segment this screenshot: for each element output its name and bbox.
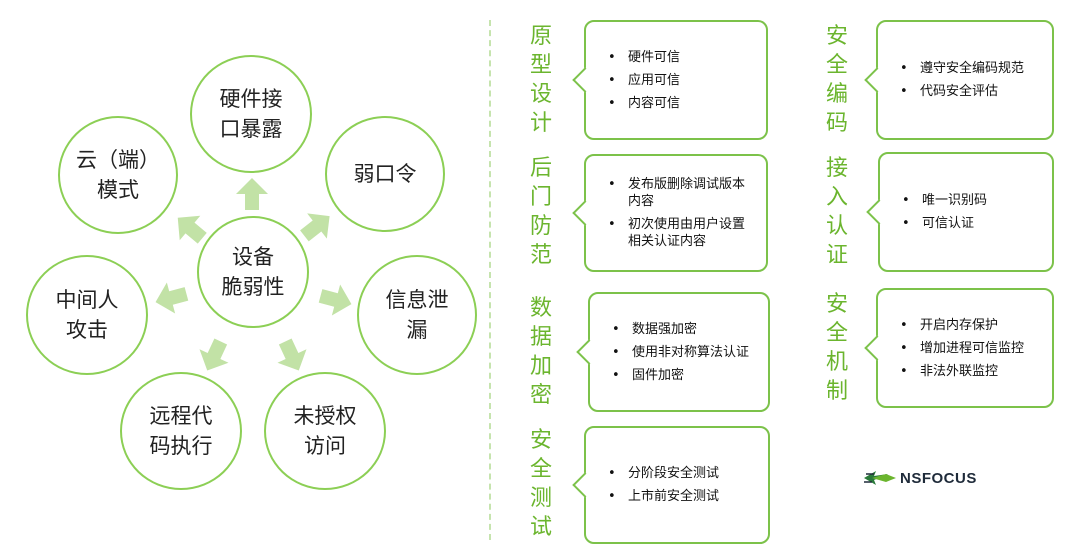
- label-char: 原: [529, 24, 552, 49]
- node-line-2: 口暴露: [219, 117, 283, 141]
- arrow-up-left-icon: [177, 215, 207, 244]
- label-backdoor-prevention: 后 门 防 范: [528, 154, 554, 270]
- arrow-down-left-icon: [199, 338, 229, 371]
- label-security-testing: 安 全 测 试: [528, 426, 554, 542]
- list-item: 分阶段安全测试: [606, 465, 756, 482]
- box-backdoor-prevention: 发布版删除调试版本内容 初次使用由用户设置相关认证内容: [584, 154, 768, 272]
- center-node-device-vulnerability: 设备 脆弱性: [197, 216, 309, 328]
- label-char: 安: [529, 428, 552, 453]
- box-secure-coding: 遵守安全编码规范 代码安全评估: [876, 20, 1054, 140]
- node-line-1: 远程代: [149, 404, 213, 428]
- node-unauthorized-access: 未授权 访问: [264, 372, 386, 490]
- label-char: 证: [825, 243, 848, 268]
- center-line-2: 脆弱性: [221, 275, 285, 299]
- label-char: 编: [825, 82, 848, 107]
- nsfocus-logo: NSFOCUS: [862, 466, 977, 490]
- arrow-up-right-icon: [300, 213, 330, 242]
- label-char: 安: [825, 292, 848, 317]
- node-cloud-mode: 云（端） 模式: [58, 116, 178, 234]
- node-line-1: 未授权: [293, 404, 357, 428]
- label-char: 后: [529, 156, 552, 181]
- list-item: 发布版删除调试版本内容: [606, 176, 754, 210]
- arrow-up-icon: [236, 178, 268, 210]
- list-item: 非法外联监控: [898, 363, 1040, 380]
- label-char: 防: [529, 214, 552, 239]
- list-item: 初次使用由用户设置相关认证内容: [606, 216, 754, 250]
- label-char: 加: [529, 354, 552, 379]
- list-item: 唯一识别码: [900, 192, 1040, 209]
- list-item: 固件加密: [610, 367, 756, 384]
- node-line-1: 信息泄: [385, 288, 449, 312]
- list-item: 数据强加密: [610, 321, 756, 338]
- node-line-1: 中间人: [55, 288, 119, 312]
- label-char: 接: [825, 156, 848, 181]
- node-remote-code-execution: 远程代 码执行: [120, 372, 242, 490]
- label-char: 计: [529, 111, 552, 136]
- nsfocus-logo-icon: [864, 471, 896, 485]
- label-data-encryption: 数 据 加 密: [528, 294, 554, 410]
- label-char: 入: [825, 185, 848, 210]
- node-line-2: 攻击: [66, 318, 108, 342]
- arrow-left-icon: [155, 282, 189, 314]
- label-char: 全: [529, 457, 552, 482]
- label-char: 设: [529, 82, 552, 107]
- list-item: 可信认证: [900, 215, 1040, 232]
- label-prototype-design: 原 型 设 计: [528, 22, 554, 138]
- label-char: 门: [529, 185, 552, 210]
- node-hardware-interface-exposure: 硬件接 口暴露: [190, 55, 312, 173]
- box-prototype-design: 硬件可信 应用可信 内容可信: [584, 20, 768, 140]
- node-weak-password: 弱口令: [325, 116, 445, 232]
- list-item: 硬件可信: [606, 49, 754, 66]
- label-char: 安: [825, 24, 848, 49]
- node-line-2: 码执行: [149, 434, 213, 458]
- node-line-1: 硬件接: [219, 87, 283, 111]
- label-char: 认: [825, 214, 848, 239]
- label-char: 全: [825, 53, 848, 78]
- box-security-testing: 分阶段安全测试 上市前安全测试: [584, 426, 770, 544]
- node-information-leak: 信息泄 漏: [357, 255, 477, 375]
- list-item: 使用非对称算法认证: [610, 344, 756, 361]
- list-item: 增加进程可信监控: [898, 340, 1040, 357]
- label-char: 码: [825, 111, 848, 136]
- node-line-2: 模式: [97, 178, 139, 202]
- node-line-2: 访问: [304, 434, 346, 458]
- list-item: 开启内存保护: [898, 317, 1040, 334]
- box-access-authentication: 唯一识别码 可信认证: [878, 152, 1054, 272]
- label-char: 试: [529, 515, 552, 540]
- box-security-mechanism: 开启内存保护 增加进程可信监控 非法外联监控: [876, 288, 1054, 408]
- center-line-1: 设备: [232, 245, 274, 269]
- label-char: 数: [529, 296, 552, 321]
- label-char: 全: [825, 321, 848, 346]
- label-char: 测: [529, 486, 552, 511]
- node-line-2: 漏: [406, 318, 428, 342]
- list-item: 上市前安全测试: [606, 488, 756, 505]
- list-item: 内容可信: [606, 95, 754, 112]
- arrow-right-icon: [318, 284, 352, 316]
- label-char: 机: [825, 350, 848, 375]
- label-security-mechanism: 安 全 机 制: [824, 290, 850, 406]
- node-line-1: 云（端）: [76, 148, 160, 172]
- label-secure-coding: 安 全 编 码: [824, 22, 850, 138]
- node-man-in-the-middle: 中间人 攻击: [26, 255, 148, 375]
- dashed-divider: [489, 20, 491, 540]
- node-line-1: 弱口令: [353, 162, 417, 186]
- label-char: 型: [529, 53, 552, 78]
- list-item: 应用可信: [606, 72, 754, 89]
- logo-text: NSFOCUS: [900, 469, 977, 487]
- label-char: 密: [529, 383, 552, 408]
- label-char: 据: [529, 325, 552, 350]
- list-item: 遵守安全编码规范: [898, 60, 1040, 77]
- label-char: 制: [825, 379, 848, 404]
- label-access-authentication: 接 入 认 证: [824, 154, 850, 270]
- box-data-encryption: 数据强加密 使用非对称算法认证 固件加密: [588, 292, 770, 412]
- label-char: 范: [529, 243, 552, 268]
- arrow-down-right-icon: [277, 338, 307, 371]
- list-item: 代码安全评估: [898, 83, 1040, 100]
